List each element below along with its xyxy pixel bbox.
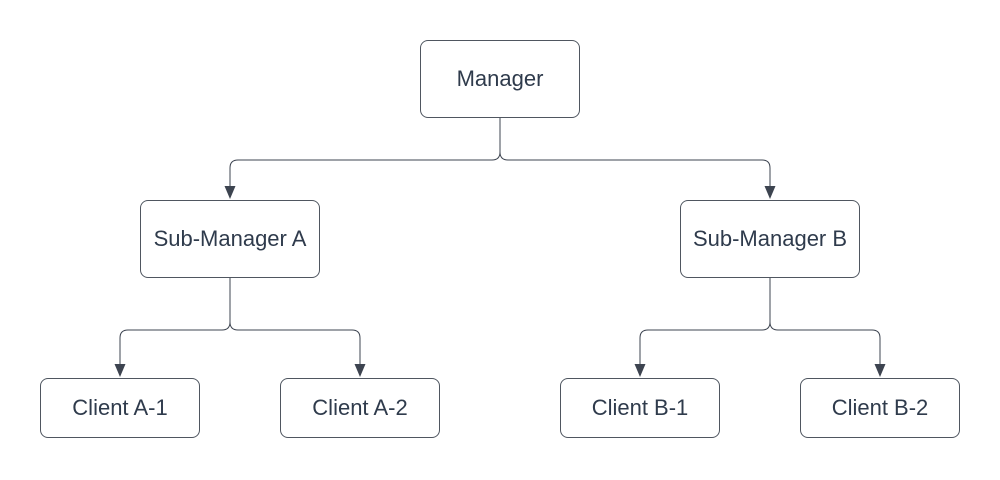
node-sub-manager-a: Sub-Manager A: [140, 200, 320, 278]
arrowhead-sub-manager-b: [764, 186, 776, 199]
arrowhead-client-b2: [874, 364, 886, 377]
node-client-a1: Client A-1: [40, 378, 200, 438]
arrowhead-client-a2: [354, 364, 366, 377]
arrowhead-client-b1: [634, 364, 646, 377]
node-client-b1: Client B-1: [560, 378, 720, 438]
node-client-a1-label: Client A-1: [72, 394, 168, 420]
edge-manager-to-sub-manager-b: [499, 118, 771, 186]
arrowhead-client-a1: [114, 364, 126, 377]
node-client-a2: Client A-2: [280, 378, 440, 438]
node-manager-label: Manager: [456, 65, 544, 91]
node-sub-manager-b: Sub-Manager B: [680, 200, 860, 278]
edge-manager-to-sub-manager-a: [229, 118, 501, 186]
edge-sub-manager-b-to-client-b2: [769, 278, 881, 364]
node-manager: Manager: [420, 40, 580, 118]
arrowhead-sub-manager-a: [224, 186, 236, 199]
node-sub-manager-b-label: Sub-Manager B: [692, 225, 848, 251]
edge-sub-manager-a-to-client-a2: [229, 278, 361, 364]
edge-sub-manager-b-to-client-b1: [639, 278, 771, 364]
node-client-b1-label: Client B-1: [591, 394, 689, 420]
node-client-b2-label: Client B-2: [831, 394, 929, 420]
edge-sub-manager-a-to-client-a1: [119, 278, 231, 364]
node-client-b2: Client B-2: [800, 378, 960, 438]
node-sub-manager-a-label: Sub-Manager A: [153, 225, 307, 251]
node-client-a2-label: Client A-2: [312, 394, 408, 420]
